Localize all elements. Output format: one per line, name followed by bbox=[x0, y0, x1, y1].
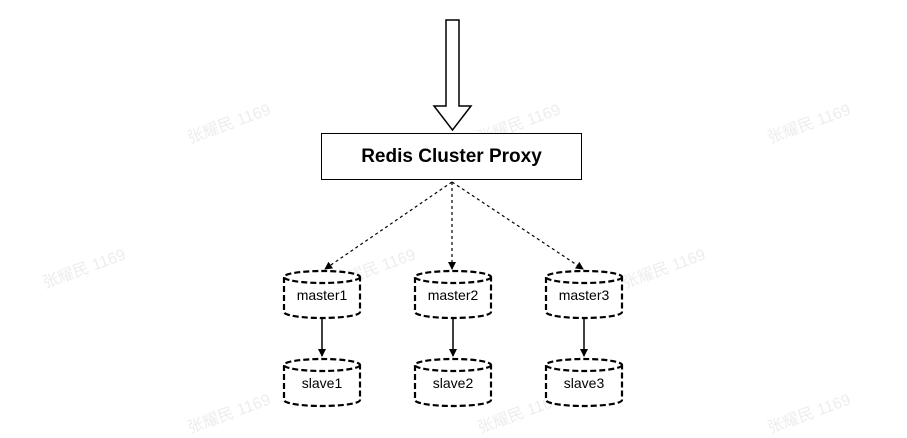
master3-label: master3 bbox=[558, 287, 610, 303]
slave3-node bbox=[544, 357, 624, 408]
master1-node bbox=[282, 269, 362, 320]
proxy-to-master1-connector bbox=[324, 181, 453, 270]
slave2-node bbox=[413, 357, 493, 408]
master1-label: master1 bbox=[296, 287, 348, 303]
redis-cluster-proxy-box: Redis Cluster Proxy bbox=[321, 133, 582, 180]
proxy-label: Redis Cluster Proxy bbox=[361, 145, 542, 167]
proxy-to-master3-connector bbox=[451, 181, 584, 270]
incoming-arrow bbox=[432, 19, 473, 132]
slave3-label: slave3 bbox=[563, 375, 605, 391]
slave2-label: slave2 bbox=[432, 375, 474, 391]
slave1-node bbox=[282, 357, 362, 408]
master2-label: master2 bbox=[427, 287, 479, 303]
master2-node bbox=[413, 269, 493, 320]
master3-node bbox=[544, 269, 624, 320]
slave1-label: slave1 bbox=[301, 375, 343, 391]
